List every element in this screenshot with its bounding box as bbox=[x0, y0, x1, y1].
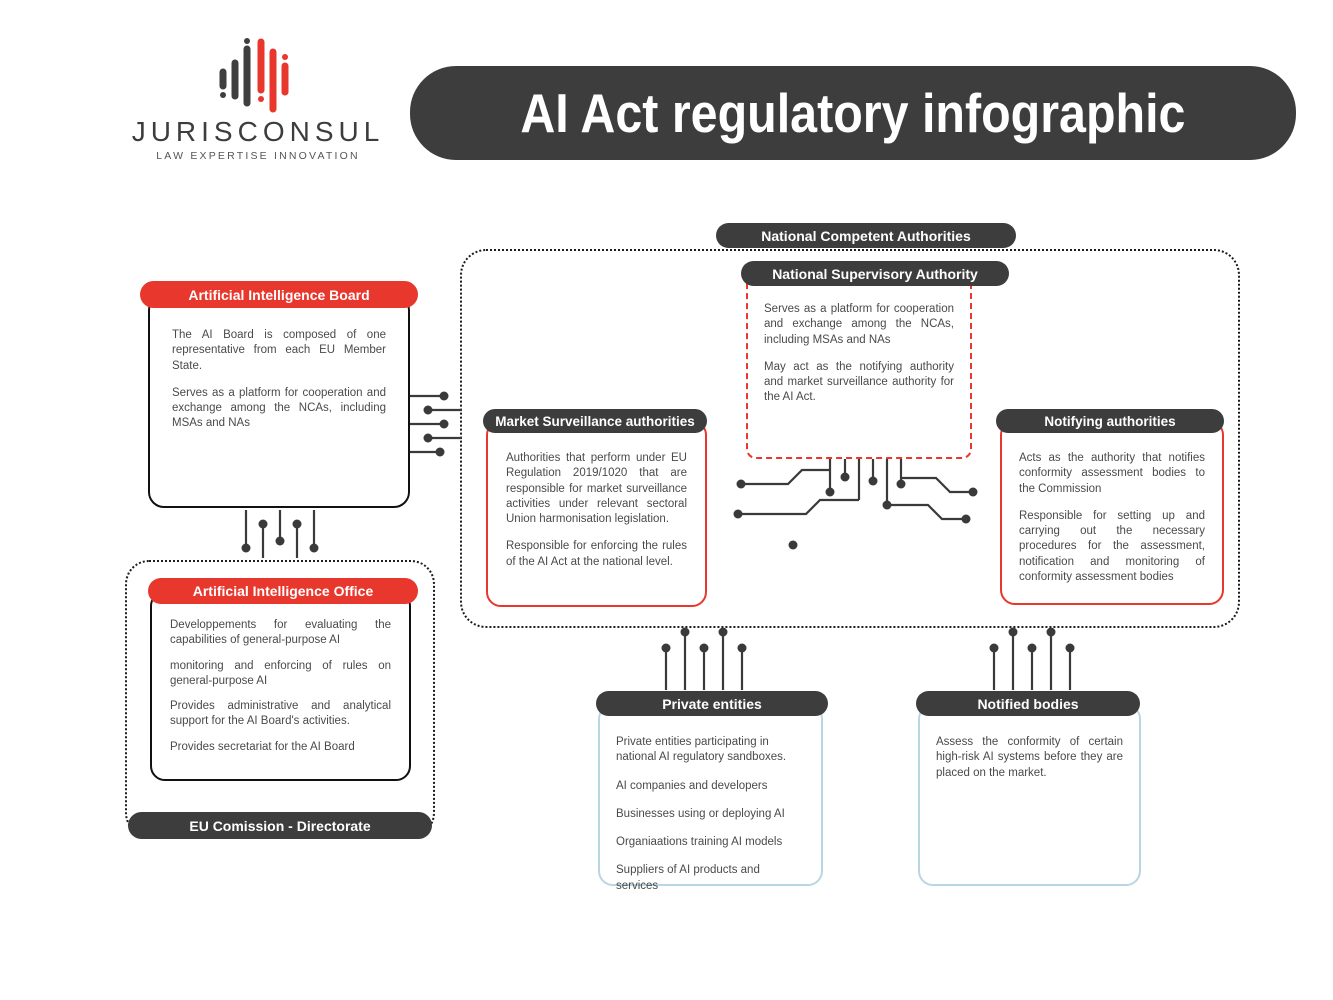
ai-board-header-pill: Artificial Intelligence Board bbox=[140, 281, 418, 308]
notified-bodies-title: Notified bodies bbox=[977, 695, 1079, 712]
ai-office-text: Developpements for evaluating the capabi… bbox=[170, 619, 391, 647]
ai-office-text: Provides administrative and analytical s… bbox=[170, 700, 391, 728]
nca-header-pill: National Competent Authorities bbox=[716, 223, 1016, 248]
private-entities-item: Suppliers of AI products and services bbox=[616, 864, 760, 892]
nsa-header-pill: National Supervisory Authority bbox=[741, 261, 1009, 286]
nsa-text: Serves as a platform for cooperation and… bbox=[764, 303, 954, 346]
notifying-header-pill: Notifying authorities bbox=[996, 409, 1224, 433]
private-entities-item: Organiaations training AI models bbox=[616, 836, 783, 849]
ai-office-header-pill: Artificial Intelligence Office bbox=[148, 578, 418, 604]
ai-board-title: Artificial Intelligence Board bbox=[188, 286, 370, 303]
notifying-text: Acts as the authority that notifies conf… bbox=[1019, 452, 1205, 495]
logo-tagline: LAW EXPERTISE INNOVATION bbox=[156, 150, 360, 162]
notifying-title: Notifying authorities bbox=[1044, 413, 1176, 429]
notified-bodies-text: Assess the conformity of certain high-ri… bbox=[936, 736, 1123, 779]
private-entities-title: Private entities bbox=[662, 695, 762, 712]
ai-board-text: Serves as a platform for cooperation and… bbox=[172, 386, 386, 430]
ai-board-card: The AI Board is composed of one represen… bbox=[148, 294, 410, 508]
private-entities-header-pill: Private entities bbox=[596, 691, 828, 716]
notified-bodies-header-pill: Notified bodies bbox=[916, 691, 1140, 716]
title-banner: AI Act regulatory infographic bbox=[410, 66, 1296, 160]
private-entities-card: Private entities participating in nation… bbox=[598, 704, 823, 892]
msa-title: Market Surveillance authorities bbox=[495, 413, 695, 429]
eu-commission-label: EU Comission - Directorate bbox=[189, 817, 371, 834]
notifying-card: Acts as the authority that notifies conf… bbox=[1000, 420, 1224, 605]
msa-text: Responsible for enforcing the rules of t… bbox=[506, 540, 687, 568]
private-entities-item: Businesses using or deploying AI bbox=[616, 807, 785, 820]
jurisconsul-logo-icon bbox=[219, 38, 289, 113]
ai-board-text: The AI Board is composed of one represen… bbox=[172, 329, 386, 372]
logo-wordmark: JURISCONSUL bbox=[131, 116, 385, 147]
nsa-text: May act as the notifying authority and m… bbox=[764, 360, 954, 404]
private-entities-item: Private entities participating in nation… bbox=[616, 736, 787, 764]
private-entities-item: AI companies and developers bbox=[616, 779, 768, 792]
ai-office-text: Provides secretariat for the AI Board bbox=[170, 740, 355, 753]
ai-office-card: Developpements for evaluating the capabi… bbox=[150, 591, 411, 781]
nsa-title: National Supervisory Authority bbox=[772, 265, 978, 282]
msa-text: Authorities that perform under EU Regula… bbox=[506, 452, 687, 526]
nsa-card: Serves as a platform for cooperation and… bbox=[746, 273, 972, 459]
notifying-text: Responsible for setting up and carrying … bbox=[1019, 509, 1205, 583]
notified-bodies-card: Assess the conformity of certain high-ri… bbox=[918, 704, 1141, 886]
page-title: AI Act regulatory infographic bbox=[520, 82, 1186, 144]
ai-office-title: Artificial Intelligence Office bbox=[192, 583, 374, 599]
msa-card: Authorities that perform under EU Regula… bbox=[486, 420, 707, 607]
nca-title: National Competent Authorities bbox=[761, 227, 971, 244]
ai-office-text: monitoring and enforcing of rules on gen… bbox=[170, 659, 391, 687]
msa-header-pill: Market Surveillance authorities bbox=[483, 409, 707, 433]
eu-commission-pill: EU Comission - Directorate bbox=[128, 812, 432, 839]
